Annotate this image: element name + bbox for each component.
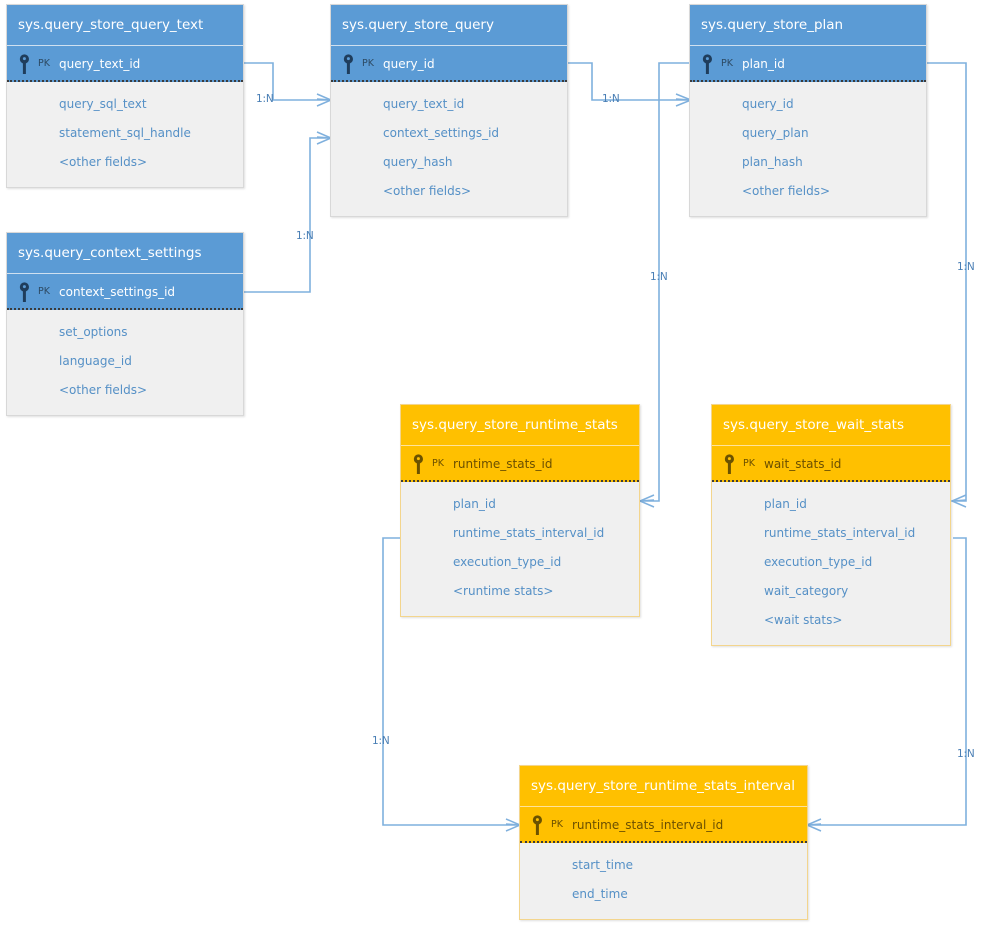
entity-fields: query_sql_text statement_sql_handle <oth… xyxy=(7,82,243,187)
pk-badge: PK xyxy=(432,458,444,469)
entity-title: sys.query_store_wait_stats xyxy=(712,405,950,446)
field-row: <other fields> xyxy=(59,155,148,169)
entity-title: sys.query_store_plan xyxy=(690,5,926,46)
cardinality-label-r2: 1:N xyxy=(296,230,314,242)
key-icon xyxy=(19,54,29,74)
field-row: runtime_stats_interval_id xyxy=(453,526,605,540)
field-row: end_time xyxy=(572,887,628,901)
field-row: query_text_id xyxy=(383,97,465,111)
entity-pk-row[interactable]: PK runtime_stats_interval_id xyxy=(520,807,807,843)
connector-runtime-stats-to-interval xyxy=(382,537,519,826)
cardinality-label-r4: 1:N xyxy=(650,271,668,283)
field-row: language_id xyxy=(59,354,132,368)
cardinality-label-r3: 1:N xyxy=(602,93,620,105)
entity-pk-row[interactable]: PK context_settings_id xyxy=(7,274,243,310)
field-row: <other fields> xyxy=(383,184,472,198)
field-row: runtime_stats_interval_id xyxy=(764,526,916,540)
field-row: plan_id xyxy=(453,497,496,511)
field-row: query_plan xyxy=(742,126,809,140)
field-row: start_time xyxy=(572,858,634,872)
field-row: query_id xyxy=(742,97,794,111)
connector-query-text-to-query xyxy=(244,62,330,101)
cardinality-label-r1: 1:N xyxy=(256,93,274,105)
pk-field-name: plan_id xyxy=(742,57,785,71)
pk-badge: PK xyxy=(743,458,755,469)
key-icon xyxy=(724,454,734,474)
entity-pk-row[interactable]: PK query_text_id xyxy=(7,46,243,82)
field-row: query_sql_text xyxy=(59,97,147,111)
entity-query-store-plan[interactable]: sys.query_store_plan PK plan_id query_id… xyxy=(689,4,927,217)
field-row: <wait stats> xyxy=(764,613,843,627)
connector-context-settings-to-query xyxy=(244,137,330,293)
field-row: query_hash xyxy=(383,155,453,169)
entity-fields: start_time end_time xyxy=(520,843,807,919)
pk-badge: PK xyxy=(38,286,50,297)
pk-field-name: wait_stats_id xyxy=(764,457,842,471)
key-icon xyxy=(702,54,712,74)
key-icon xyxy=(532,815,542,835)
entity-fields: plan_id runtime_stats_interval_id execut… xyxy=(712,482,950,645)
key-icon xyxy=(19,282,29,302)
connector-wait-stats-to-interval xyxy=(808,537,967,826)
field-row: execution_type_id xyxy=(764,555,873,569)
entity-pk-row[interactable]: PK plan_id xyxy=(690,46,926,82)
pk-badge: PK xyxy=(721,58,733,69)
entity-fields: query_text_id context_settings_id query_… xyxy=(331,82,567,216)
cardinality-label-r7: 1:N xyxy=(957,748,975,760)
field-row: plan_hash xyxy=(742,155,803,169)
pk-badge: PK xyxy=(38,58,50,69)
entity-query-store-query[interactable]: sys.query_store_query PK query_id query_… xyxy=(330,4,568,217)
entity-title: sys.query_store_runtime_stats_interval xyxy=(520,766,807,807)
field-row: plan_id xyxy=(764,497,807,511)
field-row: <other fields> xyxy=(59,383,148,397)
entity-title: sys.query_store_runtime_stats xyxy=(401,405,639,446)
entity-pk-row[interactable]: PK runtime_stats_id xyxy=(401,446,639,482)
pk-field-name: runtime_stats_id xyxy=(453,457,553,471)
entity-title: sys.query_store_query_text xyxy=(7,5,243,46)
entity-title: sys.query_store_query xyxy=(331,5,567,46)
cardinality-label-r6: 1:N xyxy=(372,735,390,747)
field-row: set_options xyxy=(59,325,128,339)
pk-field-name: query_text_id xyxy=(59,57,141,71)
entity-fields: set_options language_id <other fields> xyxy=(7,310,243,415)
cardinality-label-r5: 1:N xyxy=(957,261,975,273)
key-icon xyxy=(413,454,423,474)
entity-fields: plan_id runtime_stats_interval_id execut… xyxy=(401,482,639,616)
connector-query-to-plan xyxy=(568,62,690,101)
pk-field-name: context_settings_id xyxy=(59,285,176,299)
pk-field-name: query_id xyxy=(383,57,435,71)
entity-title: sys.query_context_settings xyxy=(7,233,243,274)
entity-query-store-runtime-stats-interval[interactable]: sys.query_store_runtime_stats_interval P… xyxy=(519,765,808,920)
field-row: <other fields> xyxy=(742,184,831,198)
field-row: statement_sql_handle xyxy=(59,126,191,140)
entity-query-store-runtime-stats[interactable]: sys.query_store_runtime_stats PK runtime… xyxy=(400,404,640,617)
pk-badge: PK xyxy=(551,819,563,830)
field-row: <runtime stats> xyxy=(453,584,554,598)
key-icon xyxy=(343,54,353,74)
field-row: wait_category xyxy=(764,584,849,598)
entity-pk-row[interactable]: PK wait_stats_id xyxy=(712,446,950,482)
entity-query-store-wait-stats[interactable]: sys.query_store_wait_stats PK wait_stats… xyxy=(711,404,951,646)
field-row: context_settings_id xyxy=(383,126,500,140)
field-row: execution_type_id xyxy=(453,555,562,569)
entity-fields: query_id query_plan plan_hash <other fie… xyxy=(690,82,926,216)
pk-badge: PK xyxy=(362,58,374,69)
pk-field-name: runtime_stats_interval_id xyxy=(572,818,724,832)
entity-query-context-settings[interactable]: sys.query_context_settings PK context_se… xyxy=(6,232,244,416)
entity-pk-row[interactable]: PK query_id xyxy=(331,46,567,82)
entity-query-store-query-text[interactable]: sys.query_store_query_text PK query_text… xyxy=(6,4,244,188)
